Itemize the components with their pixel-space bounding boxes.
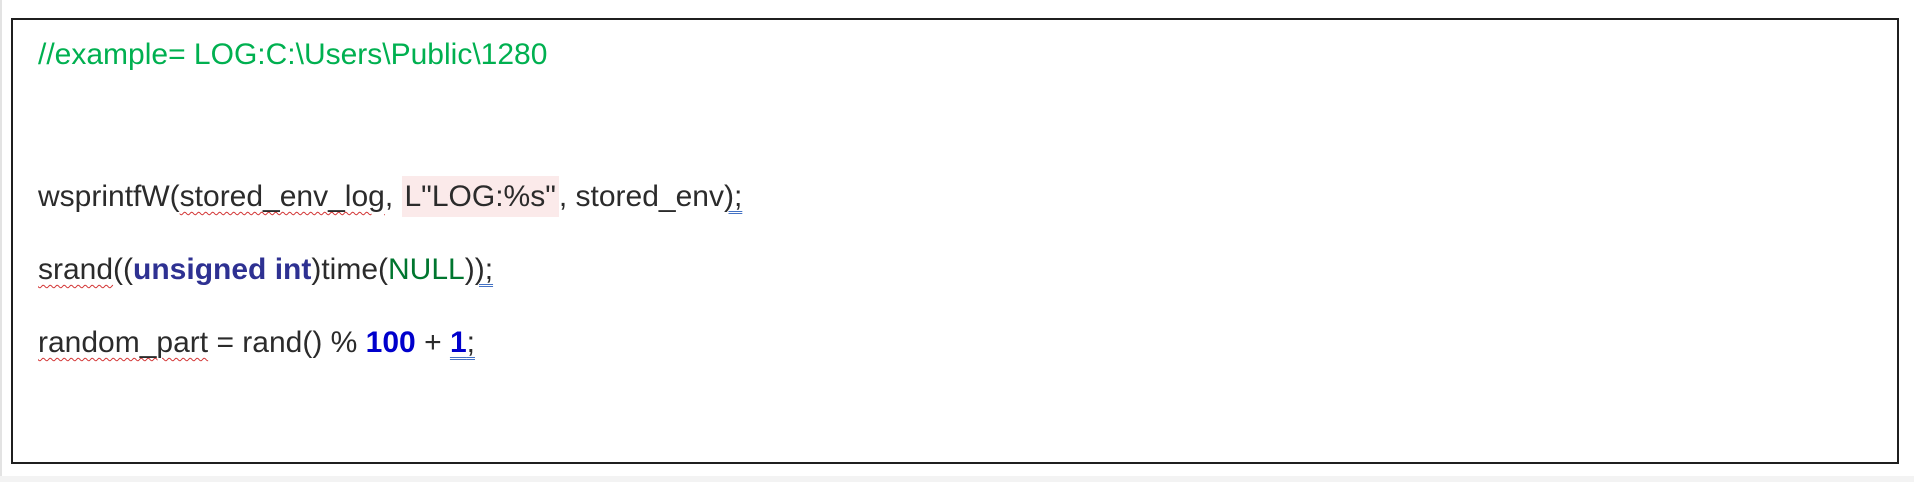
code-random-end: ; xyxy=(466,326,475,359)
code-comment-line: //example= LOG:C:\Users\Public\1280 xyxy=(38,38,548,71)
code-number-100: 100 xyxy=(365,326,416,359)
code-wsprintf-separator: , xyxy=(384,180,402,213)
code-srand-open: (( xyxy=(113,253,134,286)
code-srand-end: ); xyxy=(474,253,494,286)
code-box: //example= LOG:C:\Users\Public\1280 wspr… xyxy=(11,18,1899,464)
code-srand-time: )time( xyxy=(311,253,389,286)
code-wsprintf-arg-stored-env: , stored_env xyxy=(558,180,724,213)
code-wsprintf-fn: wsprintfW( xyxy=(38,180,180,213)
code-wsprintf-end: ); xyxy=(723,180,743,213)
code-line-srand: srand((unsigned int)time(NULL)); xyxy=(38,251,493,289)
code-string-literal: L"LOG:%s" xyxy=(401,176,559,217)
page-left-edge xyxy=(0,0,2,482)
code-random-part-var: random_part xyxy=(38,326,209,359)
code-srand-close: ) xyxy=(464,253,475,286)
code-line-random: random_part = rand() % 100 + 1; xyxy=(38,324,475,362)
code-wsprintf-arg-stored-env-log: stored_env_log xyxy=(179,180,385,213)
code-keyword-unsigned-int: unsigned int xyxy=(133,253,312,286)
code-number-1: 1 xyxy=(449,326,467,359)
page-bottom-edge xyxy=(0,476,1914,482)
code-srand-fn: srand xyxy=(38,253,114,286)
code-line-wsprintf: wsprintfW(stored_env_log, L"LOG:%s", sto… xyxy=(38,176,743,217)
code-null-constant: NULL xyxy=(388,253,465,286)
code-random-expr: = rand() % xyxy=(208,326,366,359)
code-random-plus: + xyxy=(415,326,450,359)
